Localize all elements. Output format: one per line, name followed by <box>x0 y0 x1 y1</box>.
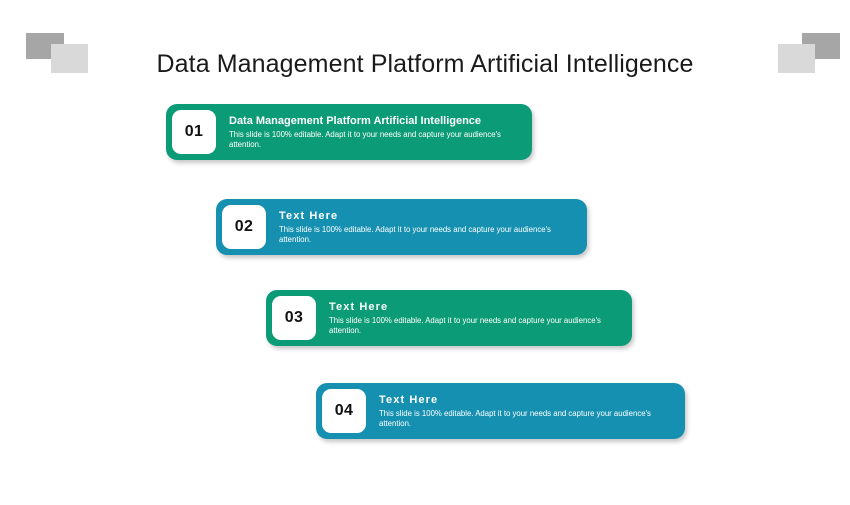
row-body: This slide is 100% editable. Adapt it to… <box>379 408 651 428</box>
list-item[interactable]: 03 Text Here This slide is 100% editable… <box>266 290 632 346</box>
row-heading: Text Here <box>279 209 339 222</box>
row-heading: Text Here <box>329 300 389 313</box>
corner-decoration-left <box>26 33 88 75</box>
page-title: Data Management Platform Artificial Inte… <box>156 50 694 78</box>
row-body: This slide is 100% editable. Adapt it to… <box>329 315 601 335</box>
list-item[interactable]: 02 Text Here This slide is 100% editable… <box>216 199 587 255</box>
row-body: This slide is 100% editable. Adapt it to… <box>229 129 501 149</box>
row-text-block: Text Here This slide is 100% editable. A… <box>316 301 632 336</box>
row-number-badge: 02 <box>222 205 266 249</box>
list-item[interactable]: 01 Data Management Platform Artificial I… <box>166 104 532 160</box>
list-item[interactable]: 04 Text Here This slide is 100% editable… <box>316 383 685 439</box>
decoration-square-light <box>778 44 815 73</box>
row-text-block: Text Here This slide is 100% editable. A… <box>266 210 587 245</box>
row-number-badge: 04 <box>322 389 366 433</box>
row-heading: Data Management Platform Artificial Inte… <box>229 114 482 127</box>
row-heading: Text Here <box>379 393 439 406</box>
row-number-badge: 01 <box>172 110 216 154</box>
row-number-badge: 03 <box>272 296 316 340</box>
row-text-block: Data Management Platform Artificial Inte… <box>216 115 532 150</box>
decoration-square-light <box>51 44 88 73</box>
corner-decoration-right <box>778 33 840 75</box>
row-text-block: Text Here This slide is 100% editable. A… <box>366 394 685 429</box>
row-body: This slide is 100% editable. Adapt it to… <box>279 224 551 244</box>
